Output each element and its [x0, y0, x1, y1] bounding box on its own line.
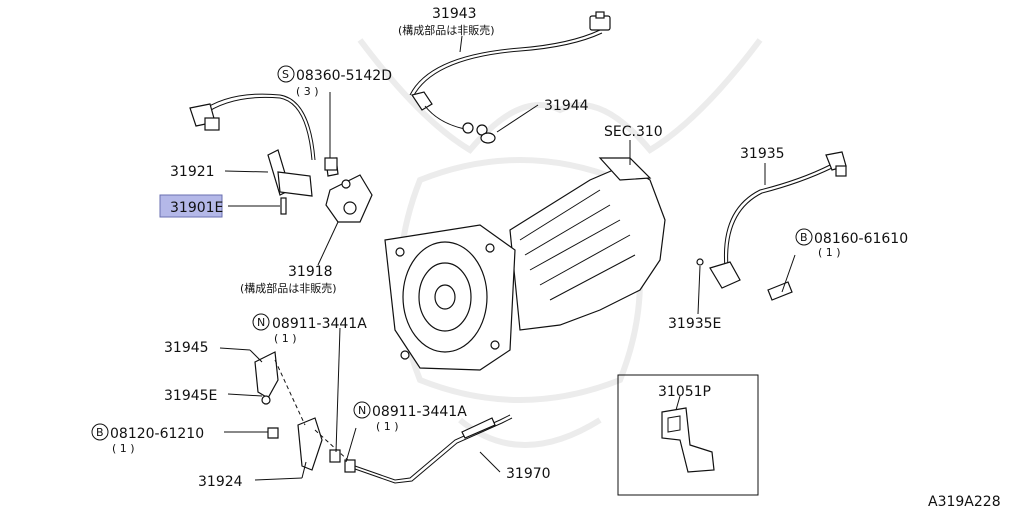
label-31943[interactable]: 31943 [432, 6, 477, 22]
label-bolt-right[interactable]: 08160-61610 [814, 231, 908, 247]
qty-bolt-left: ( 1 ) [112, 442, 135, 455]
label-31935[interactable]: 31935 [740, 146, 785, 162]
highlight-31901E [159, 194, 223, 218]
qty-nut-a: ( 1 ) [274, 332, 297, 345]
label-nut-b[interactable]: 08911-3441A [372, 404, 467, 420]
label-31944[interactable]: 31944 [544, 98, 589, 114]
marker-bolt-top: S [282, 68, 289, 81]
harness-31935 [696, 151, 847, 301]
marker-badges [91, 65, 813, 441]
label-31918[interactable]: 31918 [288, 264, 333, 280]
marker-nut-b: N [358, 404, 366, 417]
inset-31051P [617, 374, 759, 496]
note-31943: (構成部品は非販売) [398, 23, 495, 37]
qty-nut-b: ( 1 ) [376, 420, 399, 433]
label-sec310[interactable]: SEC.310 [604, 124, 663, 140]
label-31921[interactable]: 31921 [170, 164, 215, 180]
label-31935E[interactable]: 31935E [668, 316, 721, 332]
label-nut-a[interactable]: 08911-3441A [272, 316, 367, 332]
linkage-assembly [254, 351, 513, 484]
qty-bolt-top: ( 3 ) [296, 85, 319, 98]
marker-bolt-left: B [96, 426, 104, 439]
marker-nut-a: N [257, 316, 265, 329]
label-31924[interactable]: 31924 [198, 474, 243, 490]
label-31945E[interactable]: 31945E [164, 388, 217, 404]
harness-31943 [409, 11, 611, 144]
label-bolt-left[interactable]: 08120-61210 [110, 426, 204, 442]
leader-lines [219, 35, 796, 481]
note-31918: (構成部品は非販売) [240, 281, 337, 295]
marker-bolt-right: B [800, 231, 808, 244]
label-31970[interactable]: 31970 [506, 466, 551, 482]
diagram-id: A319A228 [928, 494, 1001, 510]
label-31051P[interactable]: 31051P [658, 384, 711, 400]
transmission-body [384, 157, 666, 371]
label-31945[interactable]: 31945 [164, 340, 209, 356]
label-bolt-top[interactable]: 08360-5142D [296, 68, 392, 84]
label-31901E[interactable]: 31901E [170, 200, 223, 216]
qty-bolt-right: ( 1 ) [818, 246, 841, 259]
sensor-31918 [189, 93, 373, 223]
bolt-08360 [324, 92, 338, 171]
